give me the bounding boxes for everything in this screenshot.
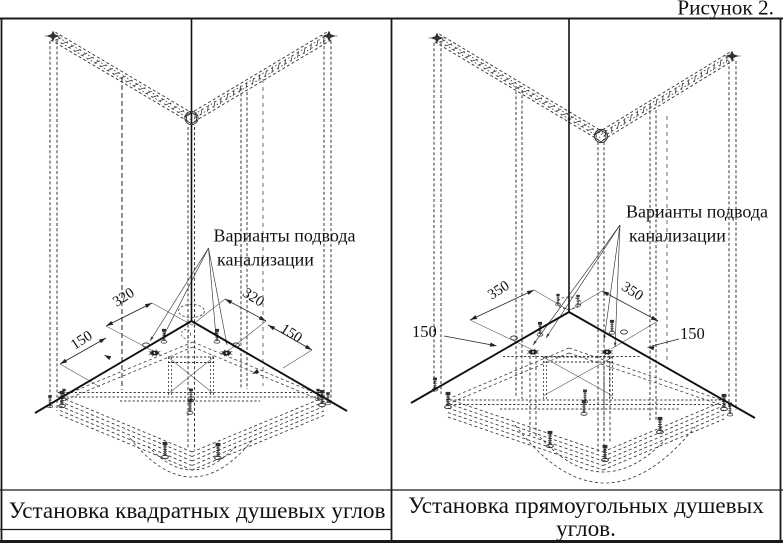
svg-text:150: 150 — [412, 322, 437, 341]
svg-text:канализации: канализации — [629, 226, 726, 246]
svg-text:Установка прямоугольных душевы: Установка прямоугольных душевых — [408, 493, 764, 519]
svg-text:Рисунок 2.: Рисунок 2. — [677, 0, 774, 20]
svg-text:150: 150 — [680, 324, 705, 343]
svg-text:канализации: канализации — [217, 250, 314, 270]
svg-text:Варианты подвода: Варианты подвода — [214, 226, 356, 246]
svg-text:углов.: углов. — [556, 516, 616, 542]
svg-text:Установка квадратных душевых у: Установка квадратных душевых углов — [9, 498, 386, 524]
svg-text:Варианты подвода: Варианты подвода — [626, 202, 768, 222]
